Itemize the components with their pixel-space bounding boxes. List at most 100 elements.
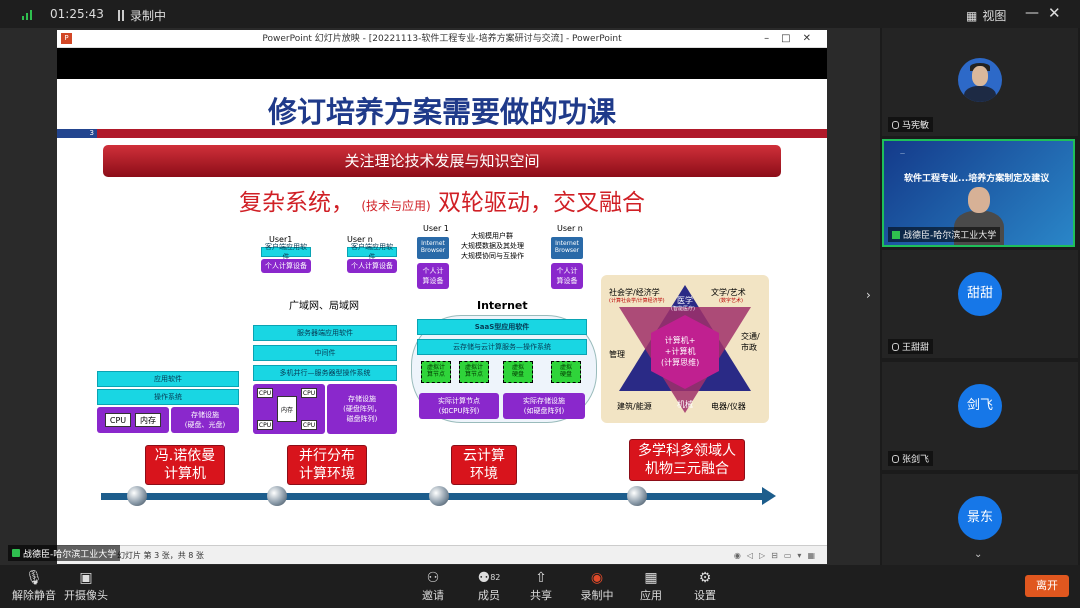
cloud-vnode-1: 虚拟计 算节点 — [421, 361, 451, 383]
hexagram-shape — [619, 285, 751, 413]
star-traffic: 交通/ 市政 — [741, 332, 760, 352]
cloud-browsern: Internet Browser — [551, 237, 583, 259]
cloud-vnode-2: 虚拟计 算节点 — [459, 361, 489, 383]
cloud-big1: 大规模用户群 — [471, 232, 513, 240]
camera-label: 开摄像头 — [64, 589, 108, 602]
star-mech: 机械 — [677, 400, 693, 409]
participant-tile[interactable]: 剑飞 张剑飞 — [882, 362, 1078, 470]
title-divider: 3 — [57, 129, 827, 138]
star-social: 社会学/经济学 — [609, 288, 660, 297]
view-button[interactable]: ▦ 视图 — [966, 7, 1006, 24]
star-medical-sub: (智能医疗) — [671, 306, 695, 312]
expand-panel-icon[interactable]: › — [866, 288, 871, 302]
minimize-button[interactable]: — — [1025, 5, 1039, 21]
vn-cpu-block: CPU 内存 — [97, 407, 169, 433]
star-art: 文学/艺术 — [711, 288, 746, 297]
leave-button[interactable]: 离开 — [1025, 575, 1069, 597]
par-usern: User n — [347, 235, 373, 244]
invite-label: 邀请 — [422, 589, 444, 602]
apps-button[interactable]: ▦ 应用 — [638, 569, 664, 603]
powerpoint-icon: P — [61, 33, 72, 44]
close-button[interactable]: ✕ — [1048, 4, 1061, 22]
cloud-real-storage: 实际存储设施 (如硬盘阵列) — [503, 393, 585, 419]
star-art-sub: (数字艺术) — [719, 298, 743, 304]
avatar: 剑飞 — [958, 384, 1002, 428]
avatar: 景东 — [958, 496, 1002, 540]
camera-button[interactable]: ▣开摄像头 — [64, 569, 108, 603]
participant-name: 战德臣-哈尔滨工业大学 — [903, 231, 997, 241]
par-clientn: 客户端应用软件 — [347, 243, 397, 261]
members-button[interactable]: ⚉82 成员 — [474, 569, 504, 603]
recording-indicator[interactable]: 录制中 — [118, 7, 166, 24]
invite-button[interactable]: ⚇邀请 — [420, 569, 446, 603]
stage-parallel: 并行分布 计算环境 — [287, 445, 367, 485]
apps-icon: ▦ — [644, 570, 658, 586]
star-social-sub: (计算社会学/计算经济学) — [609, 298, 665, 304]
members-label: 成员 — [478, 589, 500, 602]
par-user1: User1 — [269, 235, 293, 244]
meeting-duration: 01:25:43 — [50, 7, 104, 21]
star-manage: 管理 — [609, 350, 625, 359]
timeline-node-4 — [627, 486, 647, 506]
members-icon: ⚉82 — [477, 570, 501, 586]
mic-active-icon — [12, 549, 20, 557]
vn-os-layer: 操作系统 — [97, 389, 239, 405]
scroll-down-icon[interactable]: ⌄ — [974, 549, 983, 560]
signal-icon — [22, 10, 32, 20]
participant-tile[interactable]: 甜甜 王甜甜 — [882, 250, 1078, 358]
timeline-node-3 — [429, 486, 449, 506]
mic-muted-icon — [892, 120, 899, 129]
share-button[interactable]: ⇧共享 — [528, 569, 554, 603]
settings-button[interactable]: ⚙设置 — [692, 569, 718, 603]
share-icon: ⇧ — [535, 570, 547, 586]
ppt-slide-status: 幻灯片 第 3 张，共 8 张 — [117, 551, 204, 560]
presenter-name-tag: 战德臣-哈尔滨工业大学 — [8, 545, 121, 561]
meeting-toolbar: 🎙解除静音 ▣开摄像头 ⚇邀请 ⚉82 成员 ⇧共享 ◉录制中 ▦ 应用 ⚙设置 离… — [0, 565, 1080, 608]
par-pcn: 个人计算设备 — [347, 259, 397, 273]
unmute-label: 解除静音 — [12, 589, 56, 602]
participant-video[interactable]: — 软件工程专业...培养方案制定及建议 战德臣-哈尔滨工业大学 — [882, 139, 1075, 247]
par-server-app: 服务器端应用软件 — [253, 325, 397, 341]
record-button[interactable]: ◉录制中 — [580, 569, 614, 603]
powerpoint-window: P PowerPoint 幻灯片放映 - [20221113-软件工程专业-培养… — [57, 30, 827, 564]
ppt-slideshow-tools[interactable]: ◉◁▷⊟▭▾▦ — [733, 551, 821, 560]
timeline-node-1 — [127, 486, 147, 506]
subtitle-small: (技术与应用) — [361, 199, 431, 213]
cloud-pcn: 个人计 算设备 — [551, 263, 583, 289]
cloud-vdisk-2: 虚拟 硬盘 — [551, 361, 581, 383]
ppt-status-bar: 幻灯片 第 3 张，共 8 张 ◉◁▷⊟▭▾▦ — [57, 545, 827, 564]
timeline-node-2 — [267, 486, 287, 506]
settings-label: 设置 — [694, 589, 716, 602]
par-server-os: 多机并行—服务器型操作系统 — [253, 365, 397, 381]
slide-banner: 关注理论技术发展与知识空间 — [103, 145, 781, 177]
par-cpu-2: CPU — [301, 388, 317, 398]
cloud-user1: User 1 — [423, 224, 449, 233]
participant-tile[interactable]: 马宪敏 — [882, 28, 1078, 136]
slide-title: 修订培养方案需要做的功课 — [267, 95, 616, 129]
view-label: 视图 — [982, 9, 1007, 23]
recording-icon — [118, 10, 124, 21]
ppt-window-buttons[interactable]: –□✕ — [764, 33, 823, 44]
participant-tile[interactable]: 景东 — [882, 474, 1078, 582]
cloud-pc1: 个人计 算设备 — [417, 263, 449, 289]
cloud-real-nodes: 实际计算节点 (如CPU阵列) — [419, 393, 499, 419]
subtitle-part1: 复杂系统， — [239, 190, 354, 216]
participants-panel: 马宪敏 — 软件工程专业...培养方案制定及建议 战德臣-哈尔滨工业大学 甜甜 … — [880, 28, 1080, 582]
unmute-button[interactable]: 🎙解除静音 — [12, 569, 56, 603]
slide-letterbox — [57, 48, 827, 79]
grid-view-icon: ▦ — [966, 8, 978, 23]
participant-name: 王甜甜 — [902, 343, 930, 353]
cloud-saas: SaaS型应用软件 — [417, 319, 587, 335]
cloud-big2: 大规模数据及其处理 — [461, 242, 524, 250]
avatar: 甜甜 — [958, 272, 1002, 316]
stage-von-neumann: 冯.诺依曼 计算机 — [145, 445, 225, 485]
ppt-window-title: PowerPoint 幻灯片放映 - [20221113-软件工程专业-培养方案… — [262, 34, 622, 44]
par-network: 广域网、局域网 — [289, 301, 359, 312]
avatar — [958, 58, 1002, 102]
cloud-browser1: Internet Browser — [417, 237, 449, 259]
apps-label: 应用 — [640, 589, 662, 602]
par-cpu-1: CPU — [257, 388, 273, 398]
vn-app-layer: 应用软件 — [97, 371, 239, 387]
star-electric: 电器/仪器 — [711, 402, 746, 411]
stage-cloud: 云计算 环境 — [451, 445, 517, 485]
